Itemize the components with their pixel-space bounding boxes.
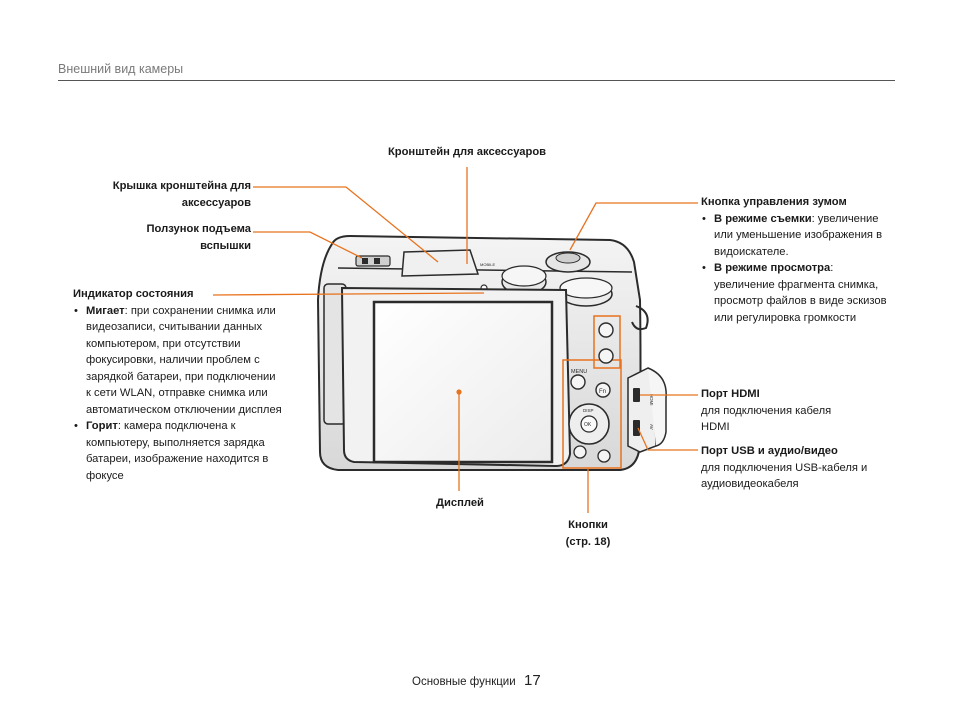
zoom-play-term: В режиме просмотра — [714, 262, 831, 274]
status-lit-line: батареи, изображение находится в — [86, 453, 269, 465]
fn-mark: Fn — [599, 389, 606, 395]
strap-lug — [631, 305, 649, 331]
zoom-buttons-outline — [593, 315, 621, 369]
label-status-indicator: Индикатор состояния Мигает: при сохранен… — [73, 286, 313, 484]
zoom-play-line: : — [830, 262, 834, 274]
menu-mark: MENU — [571, 369, 587, 375]
av-mark: AV — [649, 424, 654, 430]
label-hdmi-port: Порт HDMI для подключения кабеля HDMI — [701, 386, 911, 436]
status-blink-term: Мигает — [86, 304, 125, 317]
label-usb-port: Порт USB и аудио/видео для подключения U… — [701, 443, 911, 493]
hdmi-port-desc-line1: для подключения кабеля — [701, 404, 832, 417]
label-zoom-button: Кнопка управления зумом В режиме съемки:… — [701, 194, 916, 326]
label-buttons: Кнопки (стр. 18) — [538, 517, 638, 550]
hot-shoe-cover — [401, 249, 480, 277]
status-blink-line: : при сохранении снимка или — [124, 304, 276, 317]
section-title: Внешний вид камеры — [58, 62, 184, 76]
label-accessory-bracket: Кронштейн для аксессуаров — [387, 146, 547, 158]
hdmi-port-desc-line2: HDMI — [701, 421, 730, 433]
disp-mark: DISP — [583, 408, 594, 413]
menu-button-graphic — [570, 374, 586, 390]
usb-port-graphic — [633, 420, 640, 436]
status-lit-line: фокусе — [86, 469, 124, 482]
zoom-shoot-term: В режиме съемки — [714, 212, 812, 225]
status-blink-line: фокусировки, наличии проблем с — [86, 354, 260, 366]
flash-slider-line2: вспышки — [200, 239, 251, 252]
status-indicator-list: Мигает: при сохранении снимка или видеоз… — [73, 303, 313, 485]
hdmi-port-graphic — [633, 388, 640, 402]
zoom-shoot-line: или уменьшение изображения в — [714, 229, 883, 241]
flash-slider-line1: Ползунок подъема — [146, 223, 251, 235]
line-flash-slider — [253, 231, 363, 259]
line-bracket-cover — [253, 186, 439, 263]
header-rule — [58, 80, 895, 81]
zoom-shoot-line: : увеличение — [811, 212, 879, 225]
buttons-line1: Кнопки — [568, 519, 608, 531]
zoom-play-line: или регулировка громкости — [714, 311, 857, 324]
status-indicator-title: Индикатор состояния — [73, 288, 194, 300]
hdmi-port-title: Порт HDMI — [701, 388, 760, 400]
bracket-cover-line2: аксессуаров — [181, 196, 251, 209]
line-usb — [637, 427, 698, 451]
bracket-cover-line1: Крышка кронштейна для — [112, 180, 251, 192]
display-screen — [372, 300, 554, 464]
usb-port-desc-line1: для подключения USB-кабеля и — [701, 461, 868, 474]
label-flash-slider: Ползунок подъема вспышки — [60, 221, 251, 254]
status-lit-line: : камера подключена к — [117, 420, 236, 432]
usb-port-desc-line2: аудиовидеокабеля — [701, 478, 799, 490]
zoom-button-list: В режиме съемки: увеличение или уменьшен… — [701, 211, 916, 327]
usb-port-title: Порт USB и аудио/видео — [701, 445, 838, 457]
status-lit-term: Горит — [86, 420, 118, 432]
ok-button-graphic — [580, 415, 598, 433]
mobile-mark: MOBILE — [480, 262, 495, 267]
zoom-play-line: просмотр файлов в виде эскизов — [714, 295, 887, 307]
ok-mark: OK — [584, 422, 592, 428]
page-number: 17 — [524, 672, 541, 689]
line-status-indicator — [212, 292, 485, 296]
label-bracket-cover: Крышка кронштейна для аксессуаров — [60, 178, 251, 211]
status-blink-line: компьютером, при отсутствии — [86, 337, 241, 350]
footer-section: Основные функции — [412, 676, 516, 688]
zoom-play-item: В режиме просмотра: увеличение фрагмента… — [701, 260, 916, 326]
status-lit-line: компьютеру, выполняется зарядка — [86, 436, 265, 449]
status-blink-item: Мигает: при сохранении снимка или видеоз… — [73, 303, 313, 419]
status-lit-item: Горит: камера подключена к компьютеру, в… — [73, 418, 313, 484]
buttons-outline — [562, 359, 622, 469]
zoom-shoot-line: видоискателе. — [714, 245, 789, 258]
line-zoom-button — [569, 202, 698, 251]
zoom-shoot-item: В режиме съемки: увеличение или уменьшен… — [701, 211, 916, 261]
zoom-button-title: Кнопка управления зумом — [701, 196, 847, 208]
status-blink-line: к сети WLAN, отправке снимка или — [86, 387, 268, 399]
zoom-play-line: увеличение фрагмента снимка, — [714, 278, 879, 291]
status-blink-line: видеозаписи, считывании данных — [86, 321, 263, 333]
status-blink-line: автоматическом отключении дисплея — [86, 403, 282, 416]
fn-button-graphic — [595, 382, 611, 398]
hdmi-mark: HDMI — [649, 394, 654, 406]
label-display: Дисплей — [436, 497, 484, 509]
status-blink-line: зарядкой батареи, при подключении — [86, 370, 276, 383]
buttons-line2: (стр. 18) — [565, 535, 611, 548]
